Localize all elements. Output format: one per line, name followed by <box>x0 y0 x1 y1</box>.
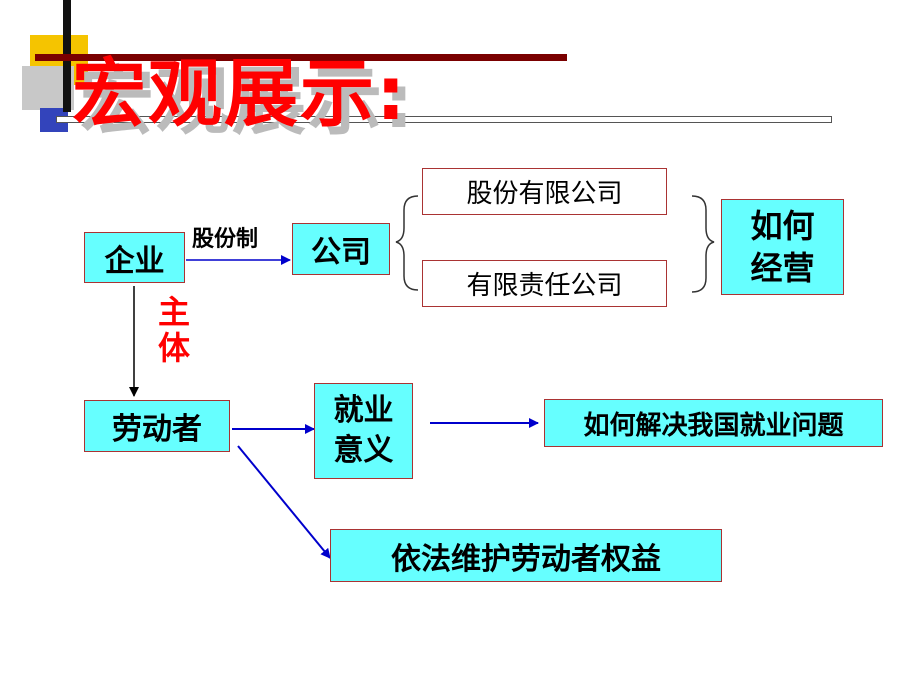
node-solve-employment: 如何解决我国就业问题 <box>544 399 883 447</box>
label-subject: 主体 <box>157 293 190 367</box>
left-curly-brace <box>395 195 419 291</box>
slide-title-shadow: 宏观展示: <box>80 59 416 145</box>
node-limited-liability-company: 有限责任公司 <box>422 260 667 307</box>
node-enterprise: 企业 <box>84 232 185 283</box>
node-company: 公司 <box>292 223 390 275</box>
arrow-laborer-to-rights <box>237 445 331 559</box>
right-curly-brace <box>691 195 715 293</box>
node-how-to-operate: 如何经营 <box>721 199 844 295</box>
node-employment-meaning: 就业意义 <box>314 383 413 479</box>
node-joint-stock-company: 股份有限公司 <box>422 168 667 215</box>
node-protect-laborer-rights: 依法维护劳动者权益 <box>330 529 722 582</box>
slide-title: 宏观展示: <box>72 51 408 137</box>
node-laborer: 劳动者 <box>84 400 230 452</box>
title-underline <box>56 116 832 123</box>
label-shareholding: 股份制 <box>192 227 259 253</box>
title-top-bar <box>35 54 567 61</box>
